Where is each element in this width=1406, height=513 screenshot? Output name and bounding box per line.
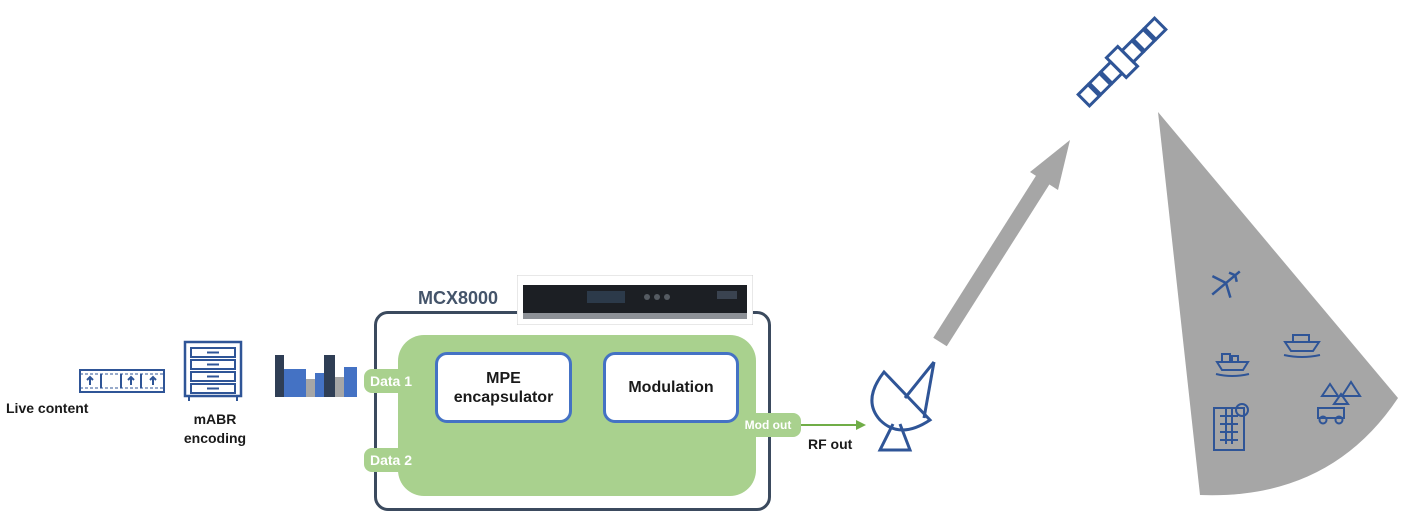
building-icon (1213, 403, 1249, 451)
coverage-beam (1158, 112, 1398, 496)
satellite-icon (1076, 16, 1168, 108)
source-label: Live content (6, 400, 89, 416)
satellite-dish-icon (870, 361, 936, 452)
modulation-block: Modulation (603, 352, 739, 423)
server-rack-icon (183, 340, 243, 402)
mpe-encapsulator-block: MPE encapsulator (435, 352, 572, 423)
rf-out-arrow (800, 420, 866, 430)
port-data-1: Data 1 (364, 369, 418, 393)
encoder-label-line2: encoding (183, 430, 247, 446)
rf-out-label: RF out (808, 436, 853, 452)
airplane-icon (1211, 270, 1241, 298)
mpe-label-line2: encapsulator (453, 388, 554, 406)
encoder-label-line1: mABR (193, 411, 237, 427)
rack-unit-image (516, 274, 754, 326)
cargo-ship-icon (1215, 353, 1250, 377)
port-data-2: Data 2 (364, 448, 418, 472)
vehicle-camp-icon (1317, 380, 1362, 425)
mpe-label-line1: MPE (486, 369, 521, 387)
encoder-label: mABR encoding (170, 410, 260, 448)
film-strip-icon (79, 369, 165, 393)
bitrate-bars-icon (275, 353, 359, 397)
port-mod-out: Mod out (735, 413, 801, 437)
ship-icon (1283, 334, 1321, 358)
device-title: MCX8000 (418, 288, 499, 308)
uplink-arrow (933, 140, 1070, 347)
